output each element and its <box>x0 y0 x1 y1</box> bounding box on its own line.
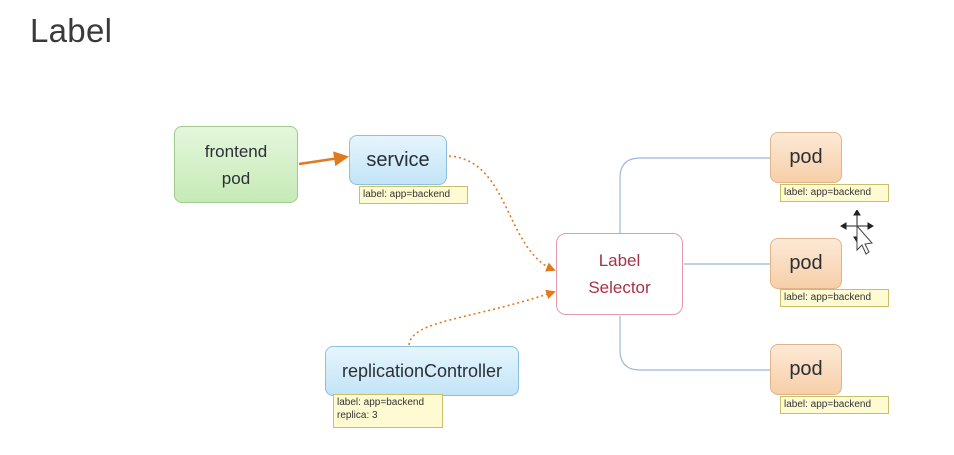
pod-node-3: pod <box>770 344 842 395</box>
pod-3-label: pod <box>789 358 823 380</box>
service-label: service <box>366 148 430 171</box>
rc-tag-label-line: label: app=backend <box>337 397 425 408</box>
rc-to-selector-arrow <box>408 289 556 346</box>
frontend-to-service-arrow <box>298 151 349 167</box>
pod-node-1: pod <box>770 132 842 183</box>
frontend-pod-node: frontend pod <box>174 126 298 203</box>
service-to-selector-arrow <box>448 155 556 272</box>
label-selector-line2: Selector <box>588 278 651 297</box>
frontend-pod-line1: frontend <box>204 141 268 161</box>
replication-controller-tag: label: app=backend replica: 3 <box>333 394 443 428</box>
label-selector-line1: Label <box>598 251 641 270</box>
frontend-pod-line2: pod <box>221 168 251 188</box>
replication-controller-node: replicationController <box>325 346 519 396</box>
replication-controller-label: replicationController <box>341 360 503 381</box>
selector-to-pod-1-link <box>619 157 770 233</box>
selector-to-pod-3-link <box>619 316 770 371</box>
pod-node-2: pod <box>770 238 842 289</box>
pod-2-label: pod <box>789 252 823 274</box>
pod-3-label-tag: label: app=backend <box>780 396 889 414</box>
rc-tag-replica-line: replica: 3 <box>337 410 378 421</box>
pod-1-label: pod <box>789 146 823 168</box>
pod-1-label-tag: label: app=backend <box>780 184 889 202</box>
move-cursor-icon <box>840 210 874 255</box>
slide-title: Label <box>30 12 113 49</box>
pod-2-label-tag: label: app=backend <box>780 289 889 307</box>
label-selector-node: Label Selector <box>556 233 683 315</box>
service-node: service <box>349 135 447 185</box>
service-label-tag: label: app=backend <box>359 186 468 204</box>
